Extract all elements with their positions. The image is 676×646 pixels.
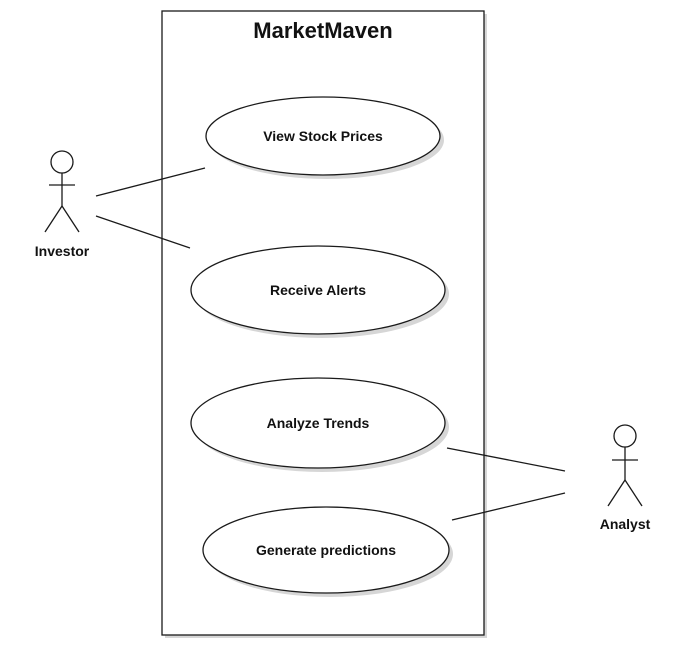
stick-figure-icon (607, 424, 643, 507)
association-analyst-generate-predictions (451, 492, 566, 521)
association-analyst-analyze-trends (446, 447, 566, 472)
actor-label: Analyst (600, 516, 651, 532)
association-investor-view-stock-prices (95, 167, 206, 197)
use-case-analyze-trends[interactable]: Analyze Trends (190, 377, 449, 472)
use-case-label: Analyze Trends (267, 415, 370, 431)
use-case-label: Receive Alerts (270, 282, 366, 298)
actor-analyst[interactable]: Analyst (600, 424, 651, 532)
use-case-view-stock-prices[interactable]: View Stock Prices (205, 96, 444, 179)
use-case-receive-alerts[interactable]: Receive Alerts (190, 245, 449, 338)
association-investor-receive-alerts (95, 215, 191, 249)
use-case-generate-predictions[interactable]: Generate predictions (202, 506, 453, 597)
use-case-label: View Stock Prices (263, 128, 383, 144)
actor-investor[interactable]: Investor (35, 150, 90, 259)
associations (95, 167, 566, 521)
use-case-label: Generate predictions (256, 542, 396, 558)
system-title: MarketMaven (253, 18, 392, 43)
actor-label: Investor (35, 243, 90, 259)
stick-figure-icon (44, 150, 80, 233)
